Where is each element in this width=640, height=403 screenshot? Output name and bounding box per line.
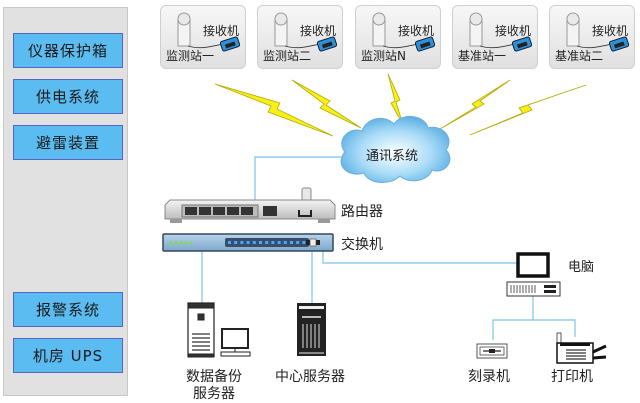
switch-icon	[162, 233, 334, 252]
switch-label: 交换机	[341, 237, 383, 253]
receiver-label: 接收机	[299, 24, 336, 38]
burner-label: 刻录机	[468, 369, 510, 385]
port-led	[240, 241, 244, 244]
sidebar-item-power-supply[interactable]: 供电系统	[13, 79, 123, 114]
disc-burner-icon	[476, 343, 508, 359]
station-name: 监测站二	[263, 49, 312, 63]
port-led	[296, 241, 300, 244]
port-led	[234, 241, 238, 244]
switch-pc-link	[322, 251, 518, 264]
antenna-receiver-icon	[177, 12, 241, 52]
port-led	[246, 241, 250, 244]
port-led	[265, 241, 269, 244]
station-card: 接收机监测站二	[257, 5, 343, 69]
comm-system-label: 通讯系统	[366, 149, 419, 164]
router-label: 路由器	[341, 204, 383, 220]
sidebar-item-label: 仪器保护箱	[27, 42, 108, 60]
lightning-icon	[469, 84, 587, 136]
sidebar-item-label: 机房 UPS	[32, 347, 104, 365]
printer-label: 打印机	[551, 369, 593, 385]
antenna-receiver-icon	[274, 12, 338, 52]
lightning-icon	[387, 73, 404, 126]
station-card: 接收机监测站一	[160, 5, 246, 69]
sidebar-item-label: 避雷装置	[35, 134, 100, 152]
port-led	[252, 241, 256, 244]
sidebar-panel: 仪器保护箱 供电系统 避雷装置 报警系统 机房 UPS	[3, 7, 128, 396]
station-card: 接收机基准站二	[549, 5, 635, 69]
central-server-icon	[297, 303, 326, 356]
port-led	[277, 241, 281, 244]
sidebar-item-label: 供电系统	[35, 88, 100, 106]
backup-server-icon	[187, 302, 215, 358]
receiver-label: 接收机	[202, 24, 239, 38]
lightning-icon	[291, 79, 362, 129]
receiver-label: 接收机	[494, 24, 531, 38]
station-card: 接收机基准站一	[452, 5, 538, 69]
cloud-router-link	[254, 156, 342, 200]
monitor-icon	[220, 328, 251, 357]
sidebar-item-ups[interactable]: 机房 UPS	[13, 338, 123, 373]
receiver-label: 接收机	[397, 24, 434, 38]
pc-peripherals-link	[492, 319, 576, 340]
receiver-label: 接收机	[591, 24, 628, 38]
port-led	[271, 241, 275, 244]
port-led	[259, 241, 262, 244]
pc-icon	[506, 252, 561, 297]
lightning-icon	[439, 79, 511, 130]
port-led	[302, 241, 306, 244]
antenna-receiver-icon	[469, 12, 533, 52]
lightning-icon	[214, 83, 334, 137]
station-name: 基准站一	[458, 49, 507, 63]
wireless-links	[214, 73, 587, 137]
sidebar-item-label: 报警系统	[35, 301, 100, 319]
station-name: 基准站二	[555, 49, 604, 63]
port-led	[228, 241, 231, 244]
printer-icon	[556, 332, 607, 364]
pc-label: 电脑	[568, 260, 595, 275]
port-led	[290, 241, 293, 244]
station-card: 接收机监测站N	[355, 5, 441, 69]
backup-server-label-line1: 数据备份	[186, 369, 242, 385]
cloud-icon	[340, 116, 451, 183]
backup-server-label-line2: 服务器	[193, 386, 235, 402]
station-name: 监测站N	[361, 49, 406, 63]
router-icon	[164, 187, 336, 223]
port-led	[283, 241, 287, 244]
cable-lines	[201, 156, 576, 340]
sidebar-item-alarm-system[interactable]: 报警系统	[13, 292, 123, 327]
central-server-label: 中心服务器	[275, 369, 345, 385]
sidebar-item-instrument-box[interactable]: 仪器保护箱	[13, 33, 123, 68]
sidebar-item-lightning-protection[interactable]: 避雷装置	[13, 125, 123, 160]
station-name: 监测站一	[166, 49, 215, 63]
antenna-receiver-icon	[566, 12, 630, 52]
antenna-receiver-icon	[372, 12, 436, 52]
